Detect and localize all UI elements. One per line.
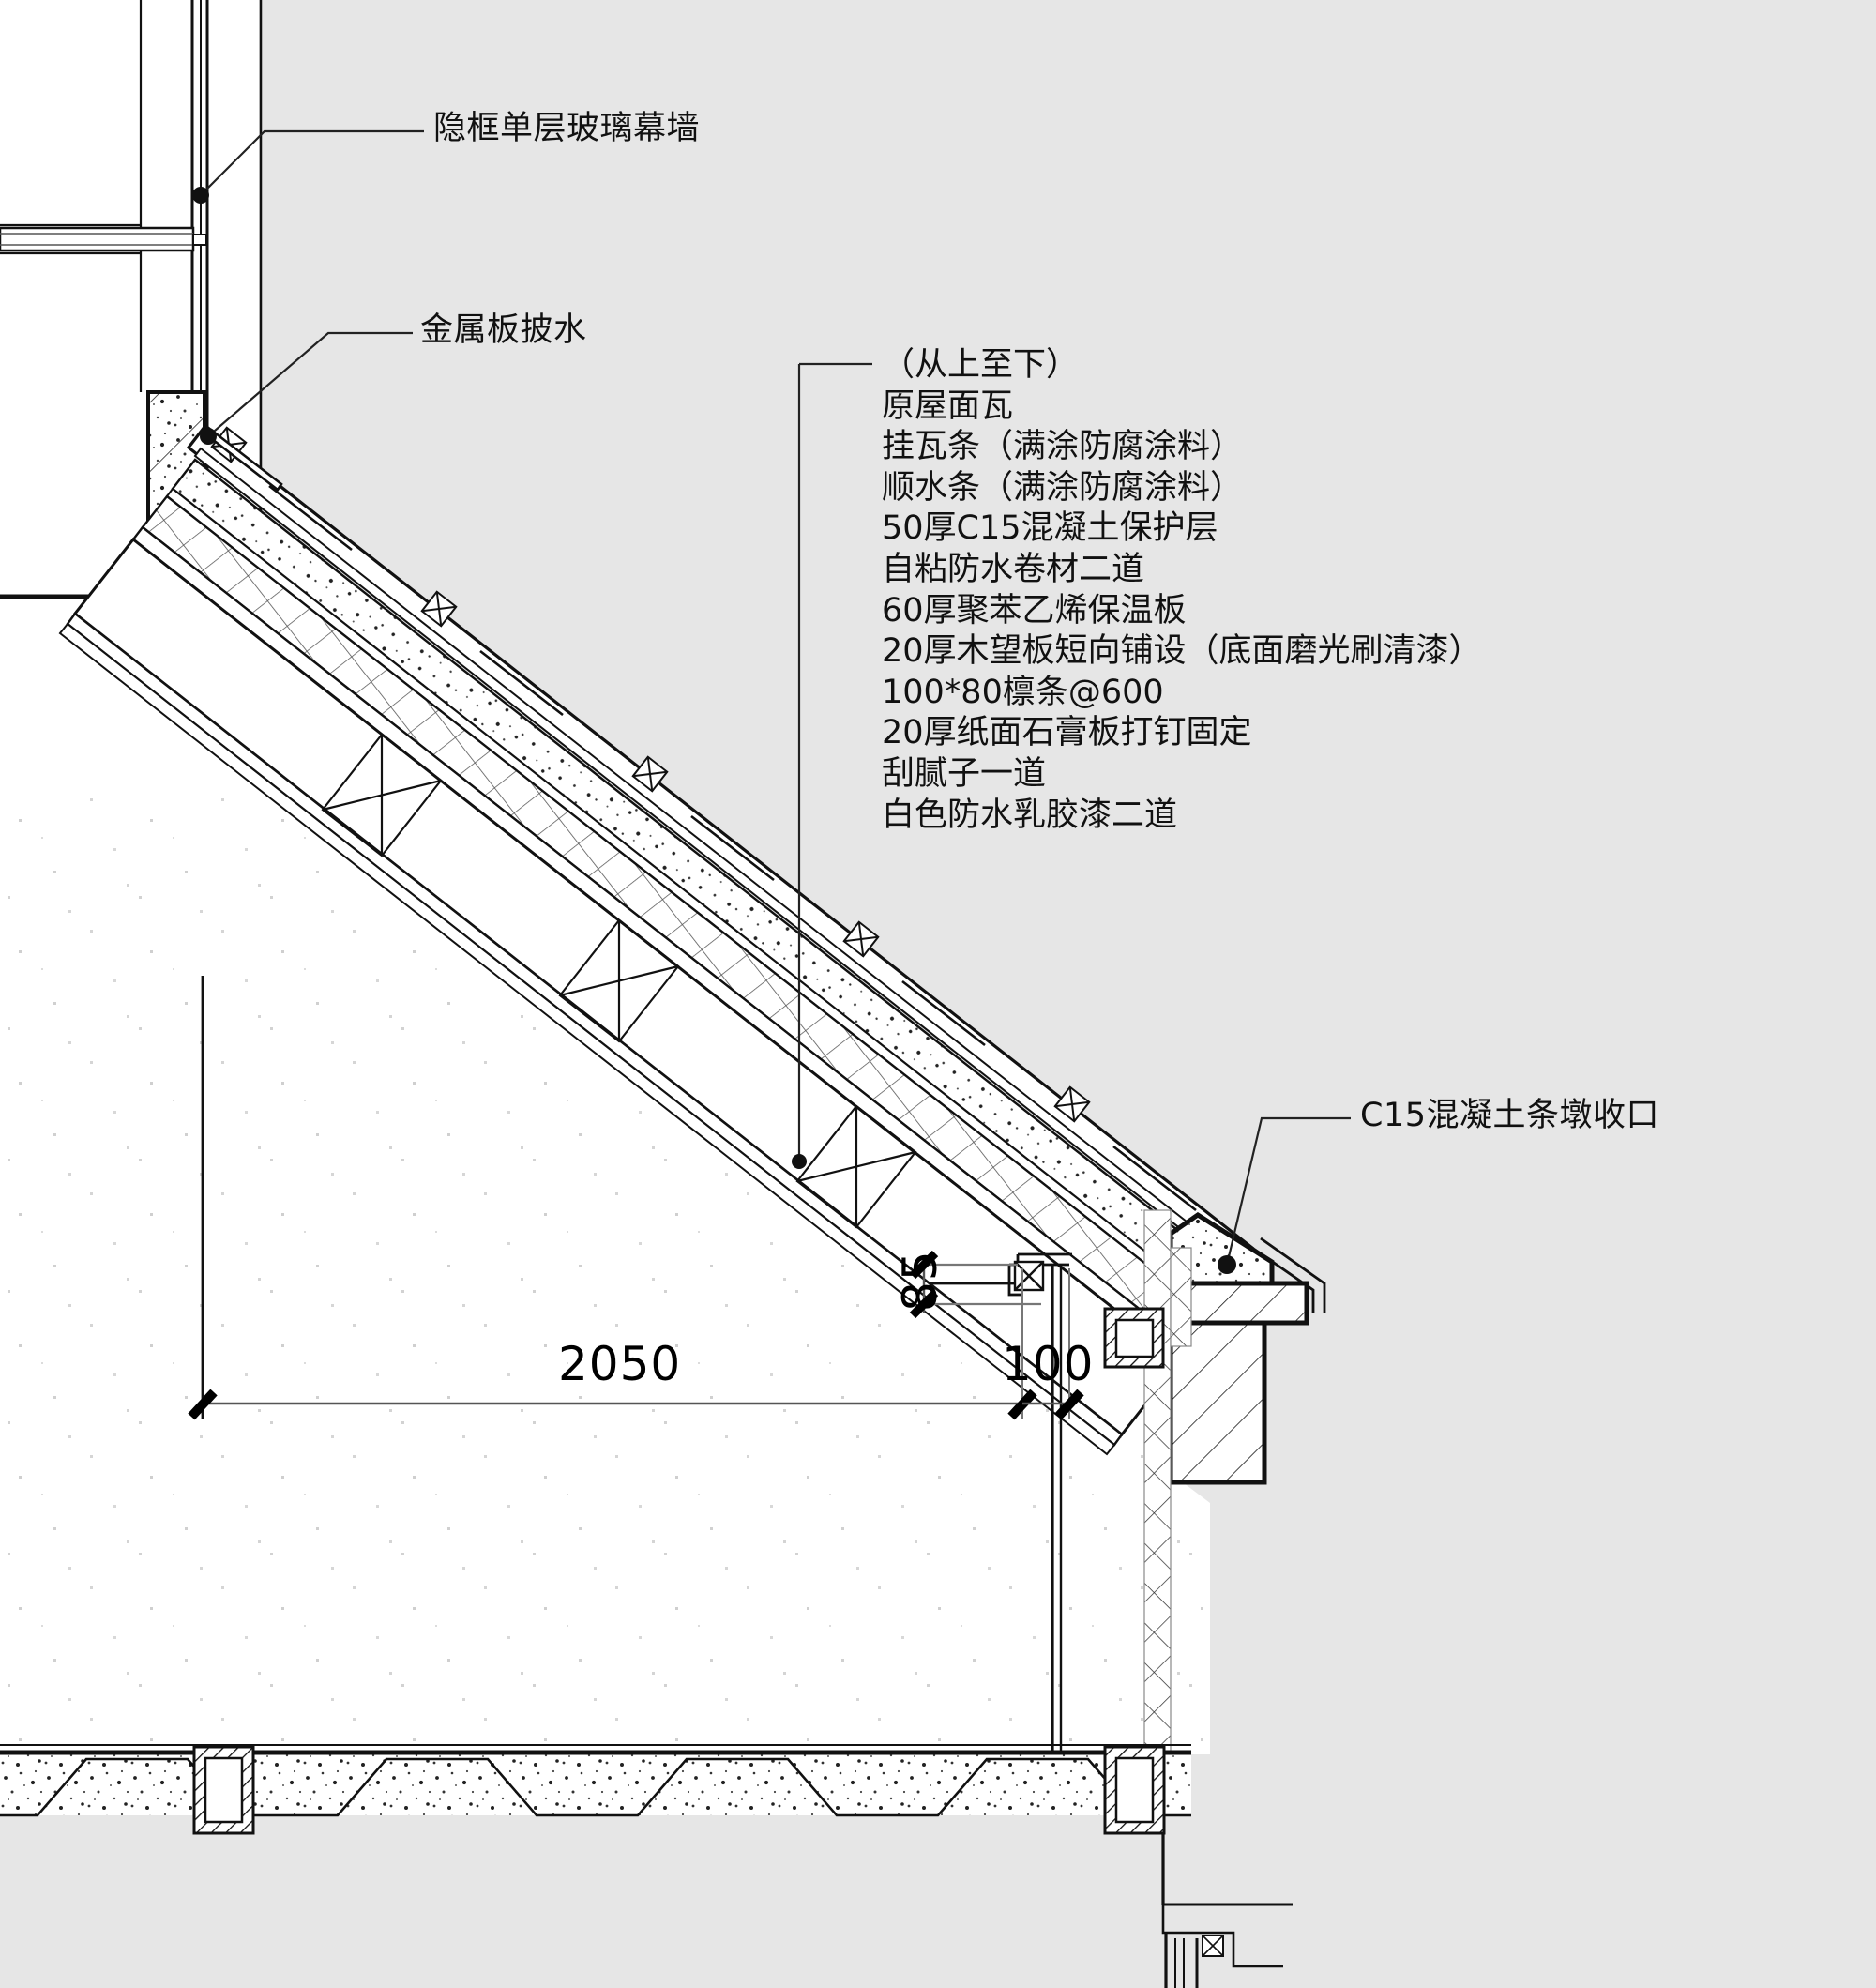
- dimension-ticks-100: [1054, 1389, 1084, 1420]
- dimension-100: [1022, 1268, 1070, 1419]
- dimension-label-100: 100: [1002, 1337, 1095, 1391]
- dimension-ticks-85: [909, 1250, 939, 1319]
- spec-line-3: 顺水条（满涂防腐涂料）: [882, 468, 1244, 507]
- spec-line-7: 20厚木望板短向铺设（底面磨光刷清漆）: [882, 632, 1482, 671]
- spec-line-4: 50厚C15混凝土保护层: [882, 509, 1218, 548]
- steel-tube-section-eave: [1103, 1307, 1165, 1369]
- lower-glazing-mullion: [1161, 1833, 1293, 1988]
- dimension-2050: [201, 976, 1023, 1419]
- spec-line-0: （从上至下）: [882, 346, 1080, 384]
- slab-hanger-tube-right: [1103, 1745, 1166, 1835]
- spec-line-5: 自粘防水卷材二道: [882, 550, 1145, 588]
- eave-drip-flashing: [1251, 1237, 1326, 1313]
- slab-hanger-tube-left: [192, 1745, 255, 1835]
- label-curtain-wall: 隐框单层玻璃幕墙: [433, 110, 701, 147]
- dimension-label-85: 85: [893, 1250, 947, 1312]
- spec-line-9: 20厚纸面石膏板打钉固定: [882, 714, 1252, 752]
- spec-line-8: 100*80檩条@600: [882, 673, 1164, 711]
- leader-lines: [200, 129, 1351, 1266]
- roof-buildup-spec-note: （从上至下） 原屋面瓦 挂瓦条（满涂防腐涂料） 顺水条（满涂防腐涂料） 50厚C…: [882, 345, 1482, 836]
- glass-curtain-wall: [0, 0, 263, 544]
- interior-wall-face: [0, 0, 143, 392]
- spec-line-1: 原屋面瓦: [882, 387, 1014, 425]
- tile-batten-ticks: [268, 484, 1197, 1212]
- leader-dots: [192, 187, 1236, 1274]
- dimension-label-2050: 2050: [558, 1337, 682, 1391]
- masonry-wall-leaf: [1143, 1209, 1192, 1755]
- spec-line-6: 60厚聚苯乙烯保温板: [882, 591, 1187, 630]
- spec-line-11: 白色防水乳胶漆二道: [882, 796, 1178, 834]
- spec-line-10: 刮腻子一道: [882, 754, 1047, 793]
- composite-metal-deck-slab: [0, 1750, 1191, 1817]
- soffit-clip: [1013, 1260, 1045, 1292]
- purlin-cross-sections: [321, 733, 917, 1229]
- roof-assembly: [58, 424, 1255, 1456]
- label-concrete-pier: C15混凝土条墩收口: [1360, 1097, 1659, 1134]
- spec-line-2: 挂瓦条（满涂防腐涂料）: [882, 428, 1244, 466]
- label-metal-flashing: 金属板披水: [420, 311, 587, 349]
